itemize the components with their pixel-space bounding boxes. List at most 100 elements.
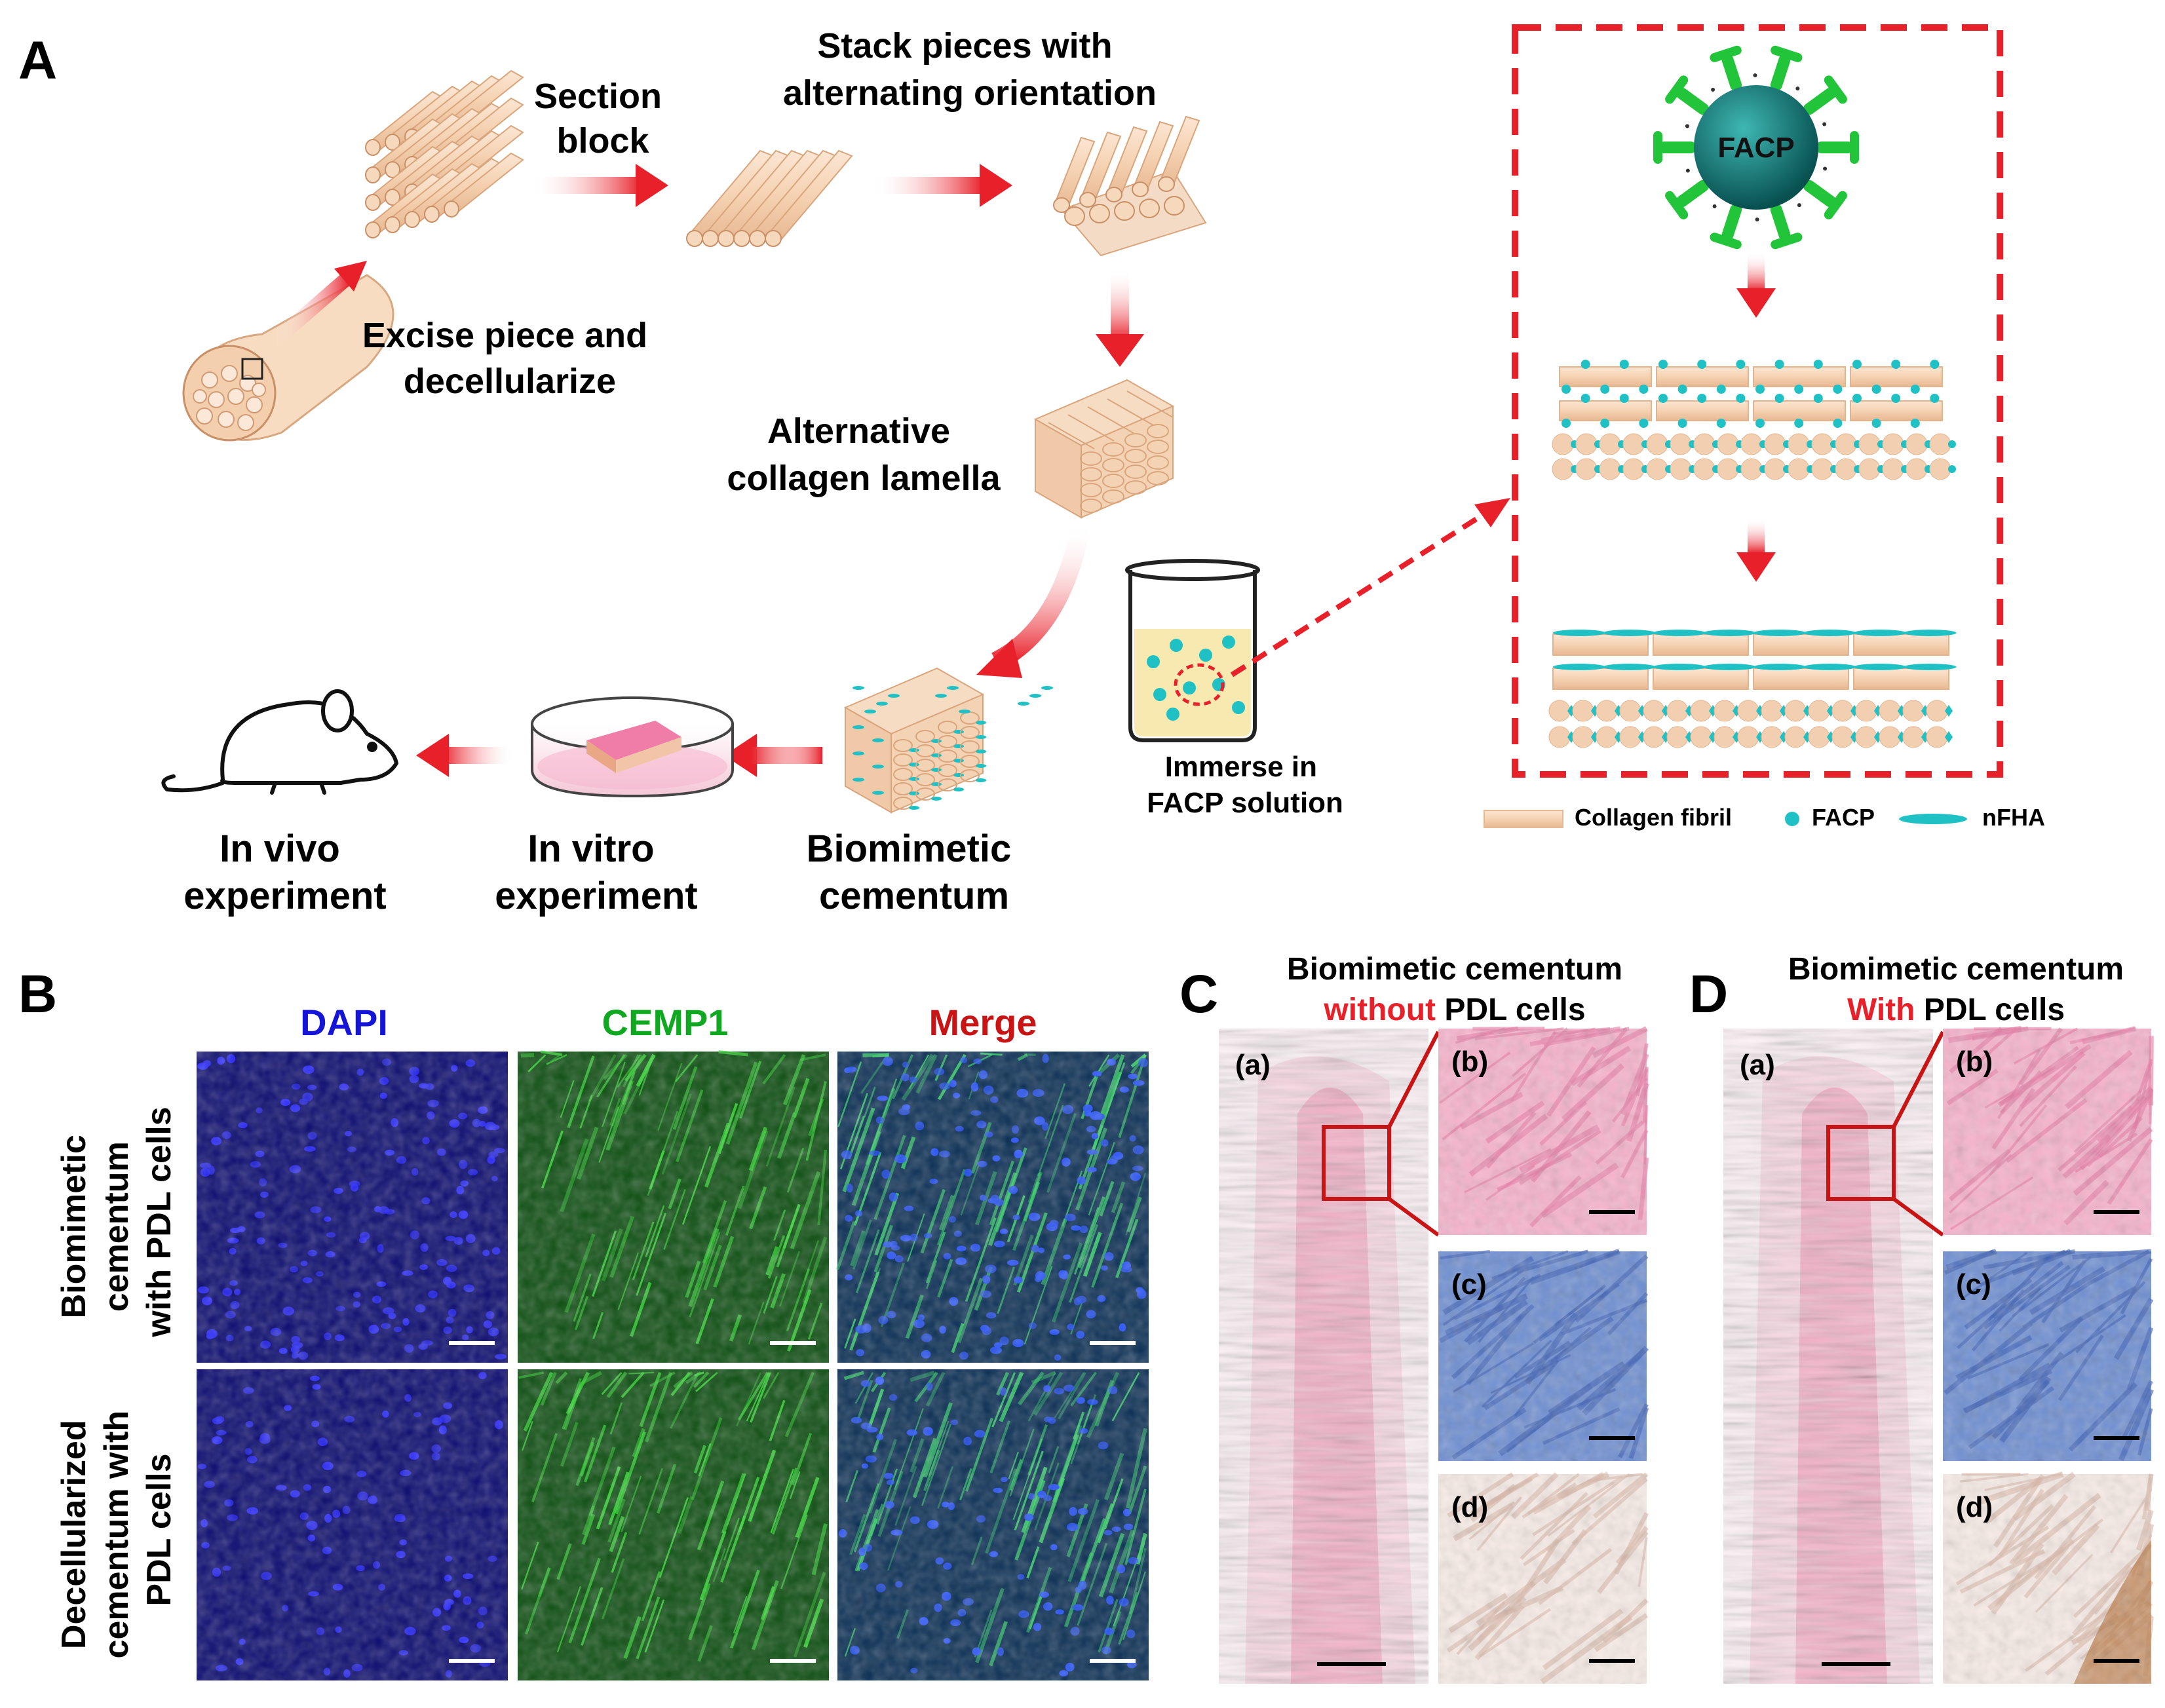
inset-fibril-end [1622,458,1645,480]
stack-fiber-end [1114,201,1135,221]
lamella-fiber-end [1080,451,1102,466]
inset-facp-dot [1677,385,1687,394]
sheet-fiber-end [733,230,750,247]
legend-collagen-swatch [1484,810,1563,828]
bio-nfha [909,791,919,795]
inset-fibril [1753,366,1846,387]
histology-texture [1943,1474,2151,1684]
lamella-fiber-end [1147,424,1169,438]
inset-fibril-end [1737,700,1759,722]
stack-fiber-end [1053,197,1070,213]
fiber-sheet-illustration [686,149,853,247]
stack-fiber-end [1079,192,1096,208]
inset-facp-dot [1658,360,1668,369]
inset-fibril-end [1596,726,1618,748]
facp-arm-tip [1824,75,1847,104]
facp-arm-tip [1665,191,1689,219]
facp-dot [1712,204,1717,208]
bio-right [891,693,984,814]
bio-nfha [909,777,919,781]
arrow-curved [991,522,1091,671]
arrow-section-head [636,164,668,207]
lamella-fiber-end [1147,471,1169,485]
stack-fiber-end [1064,206,1085,226]
inset-fibril-end [1788,433,1810,455]
inset-fibril-end [1858,433,1881,455]
row-label-decellularized: Decellularized cementum with PDL cells [55,1401,178,1659]
micrograph-texture [197,1052,508,1363]
facp-dot [1795,86,1800,91]
facp-arm-tip [1824,191,1847,219]
label-in-vivo: In vivo experiment [183,827,386,917]
inset-facp-dot [1639,419,1649,428]
inset-fibril-end [1740,433,1763,455]
inset-facp-dot [1948,465,1956,473]
zoom-line [1892,1197,1944,1237]
inset-fibril-end [1831,726,1854,748]
inset-fibril-end [1784,726,1807,748]
sub-label: (b) [1451,1046,1488,1078]
inset-fibril-end [1666,726,1689,748]
inset-facp-dot [1619,360,1629,369]
inset-fibril-end [1599,458,1621,480]
tissue-piece-illustration [182,274,394,442]
bio-nfha [909,806,919,810]
inset-fibril-end [1761,700,1783,722]
bio-fiber-end [915,759,935,772]
inset-nfha-diamond [1945,731,1953,743]
arrow-stack [872,177,983,194]
lamella-fiber-end [1102,458,1124,472]
facp-complex-illustration: FACP [1653,45,1859,250]
inset-fibril-end [1764,458,1786,480]
dashed-arrow-to-inset [1230,505,1496,677]
bio-side-nfha [872,791,884,795]
svg-text:FACP: FACP [1717,132,1794,164]
row-label-biomimetic: Biomimetic cementum with PDL cells [55,1107,178,1338]
inset-facp-dot [1833,419,1843,428]
inset-facp-dot [1794,419,1804,428]
histology-texture [1943,1251,2151,1461]
panel-c-title: Biomimetic cementum [1287,952,1622,987]
stack-fiber-end [1164,196,1185,216]
inset-fibril-end [1572,726,1594,748]
panel-c-subtitle: without PDL cells [1323,993,1585,1027]
inset-fibril [1656,366,1749,387]
inset-arrow-1-head [1736,288,1776,318]
inset-arrow-1 [1748,252,1765,292]
label-excise: Excise piece and decellularize [362,316,657,401]
bio-fiber-end [893,797,913,810]
bio-top-nfha [864,710,876,713]
facp-dot [1685,168,1690,173]
arrow-section [531,177,642,194]
inset-nfha [1703,664,1756,670]
inset-facp-dot [1736,394,1746,403]
sub-label: (c) [1451,1268,1487,1300]
stack-fiber-end [1105,187,1122,202]
inset-fibril [1552,634,1649,656]
zoom-line [1892,1031,1945,1128]
lamella-fiber-end [1124,449,1147,463]
arrow-curved-head [976,639,1022,678]
inset-fibril-end [1926,700,1948,722]
panel-c-histology: (a)(b)(c)(d) [1219,1026,1649,1684]
bio-nfha [953,773,964,777]
sheet-fiber-end [686,230,703,247]
inset-fibril-end [1714,700,1736,722]
panel-d-histology: (a)(b)(c)(d) [1723,1025,2155,1684]
inset-arrow-2 [1748,518,1765,554]
lamella-fiber-end [1147,440,1169,454]
inset-fibril [1552,668,1649,690]
inset-fibril-end [1666,700,1689,722]
inset-fibril-end [1740,458,1763,480]
micrograph-texture [837,1052,1149,1363]
inset-fibril-end [1646,458,1668,480]
inset-facp-dot [1871,385,1881,394]
facp-arm [1770,54,1791,91]
inset-facp-dot [1561,385,1571,394]
inset-facp-dot [1774,394,1784,403]
inset-nfha [1703,630,1756,636]
lamella-fiber-end [1102,442,1124,457]
collagen-lamella-illustration [1033,379,1175,519]
inset-nfha [1553,630,1605,636]
inset-facp-dot [1600,419,1610,428]
